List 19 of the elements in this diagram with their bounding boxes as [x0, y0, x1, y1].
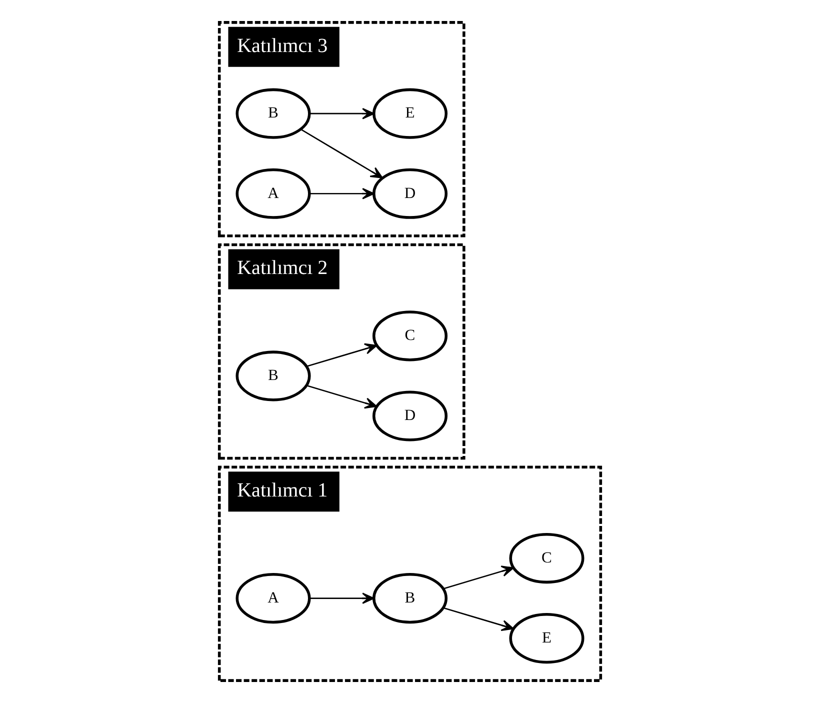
node-ellipse: B [235, 350, 310, 401]
node-ellipse: D [372, 390, 448, 441]
node-ellipse: A [235, 168, 310, 218]
node-ellipse: D [372, 168, 448, 218]
arrow [442, 606, 514, 630]
node-ellipse: E [372, 88, 448, 138]
node-ellipse: E [508, 612, 584, 664]
arrow [442, 565, 514, 589]
node-ellipse: C [372, 310, 448, 361]
arrow [309, 107, 374, 119]
node-ellipse: A [235, 572, 310, 624]
node-ellipse: B [235, 88, 310, 138]
arrow [306, 384, 377, 408]
node-ellipse: B [372, 572, 448, 624]
arrow [300, 128, 382, 178]
arrow [309, 592, 374, 604]
arrow [309, 187, 374, 199]
arrow [306, 342, 377, 367]
node-ellipse: C [508, 532, 584, 584]
